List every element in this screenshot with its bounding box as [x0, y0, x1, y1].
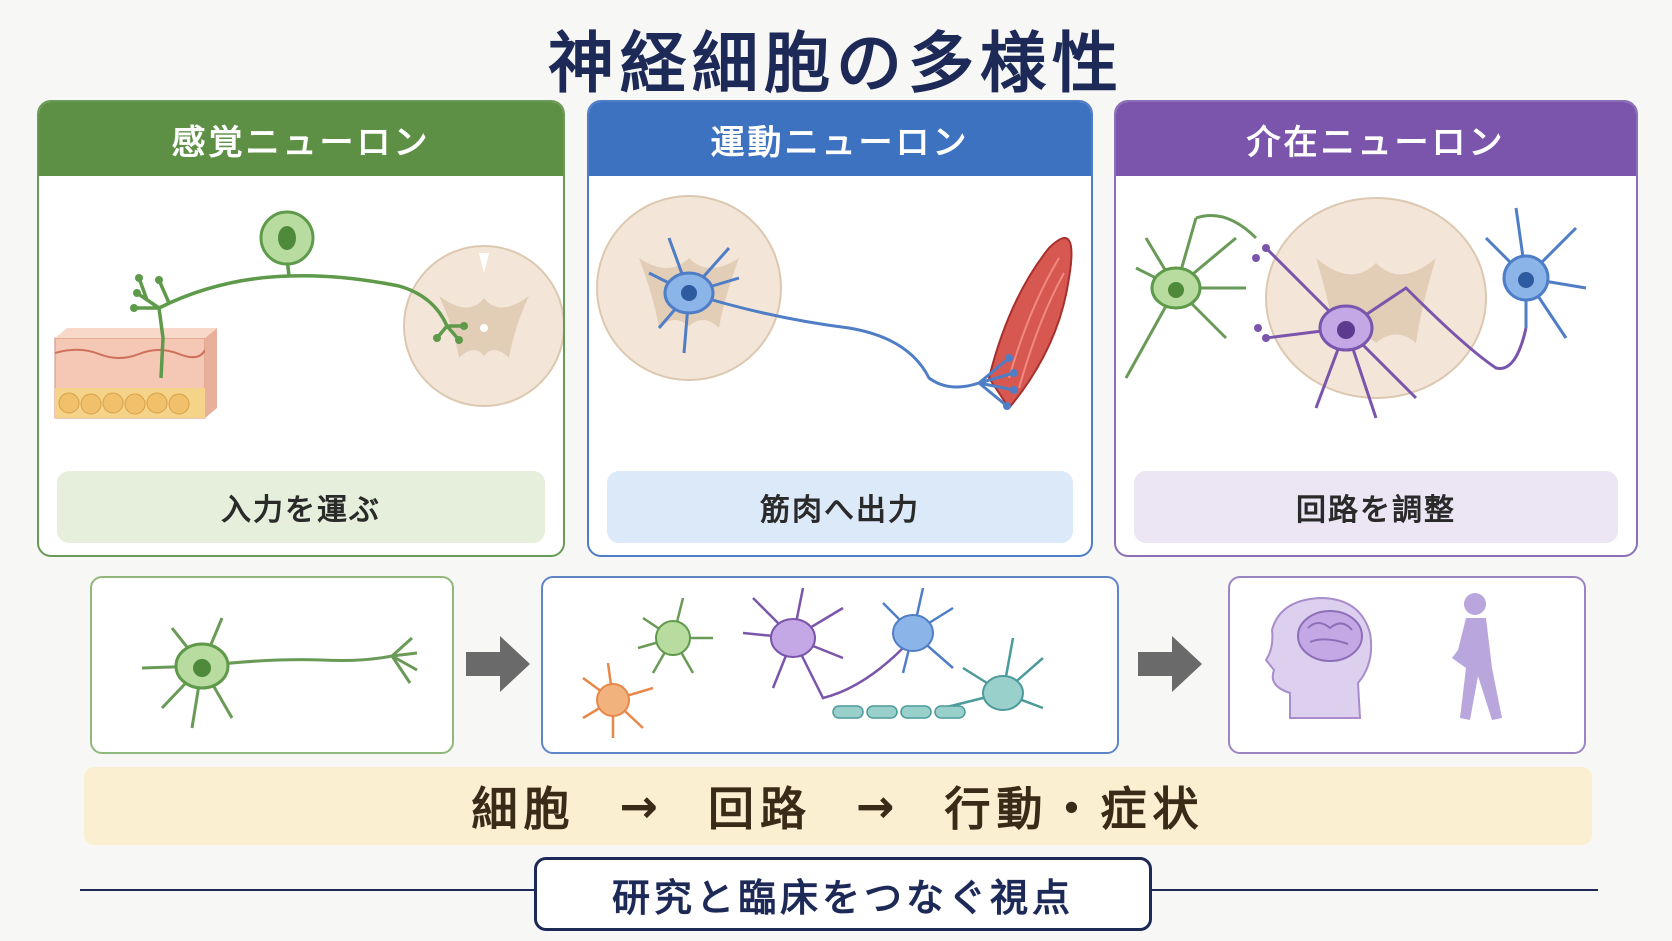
behavior-box — [1228, 576, 1586, 754]
motor-neuron-heading: 運動ニューロン — [589, 102, 1091, 176]
flow-cell: 細胞 — [471, 782, 576, 836]
brain-head-icon — [1264, 596, 1373, 719]
interneuron-illustration — [1116, 178, 1636, 468]
interneuron-panel: 介在ニューロン 回路を調整 — [1114, 100, 1638, 557]
sensory-neuron-heading: 感覚ニューロン — [39, 102, 563, 176]
flow-arrow-1: → — [619, 779, 664, 833]
skin-icon — [54, 328, 217, 419]
flow-behavior: 行動・症状 — [944, 782, 1205, 836]
footer-rule-left — [80, 889, 534, 891]
flow-band: 細胞 → 回路 → 行動・症状 — [84, 767, 1592, 845]
flow-circuit: 回路 — [708, 782, 812, 836]
motor-neuron-panel: 運動ニューロン 筋肉へ出力 — [587, 100, 1093, 557]
spinal-cord-icon — [1265, 197, 1487, 399]
page-title: 神経細胞の多様性 — [548, 25, 1124, 102]
walking-person-icon — [1452, 593, 1502, 720]
sensory-neuron-panel: 感覚ニューロン — [37, 100, 565, 557]
interneuron-heading: 介在ニューロン — [1116, 102, 1636, 176]
neural-circuit-box — [541, 576, 1119, 754]
muscle-icon — [987, 237, 1073, 410]
neuron-icon — [134, 257, 464, 379]
motor-neuron-caption: 筋肉へ出力 — [607, 471, 1073, 543]
motor-neuron-illustration — [589, 178, 1091, 468]
single-neuron-box — [90, 576, 454, 754]
arrow-right-icon — [1138, 636, 1202, 692]
footer-rule-right — [1152, 889, 1598, 891]
flow-arrow-2: → — [856, 779, 901, 833]
footer-label: 研究と臨床をつなぐ視点 — [534, 857, 1152, 931]
sensory-neuron-illustration — [39, 178, 563, 468]
spinal-cord-icon — [403, 245, 563, 407]
interneuron-caption: 回路を調整 — [1134, 471, 1618, 543]
arrow-right-icon — [466, 636, 530, 692]
sensory-neuron-caption: 入力を運ぶ — [57, 471, 545, 543]
